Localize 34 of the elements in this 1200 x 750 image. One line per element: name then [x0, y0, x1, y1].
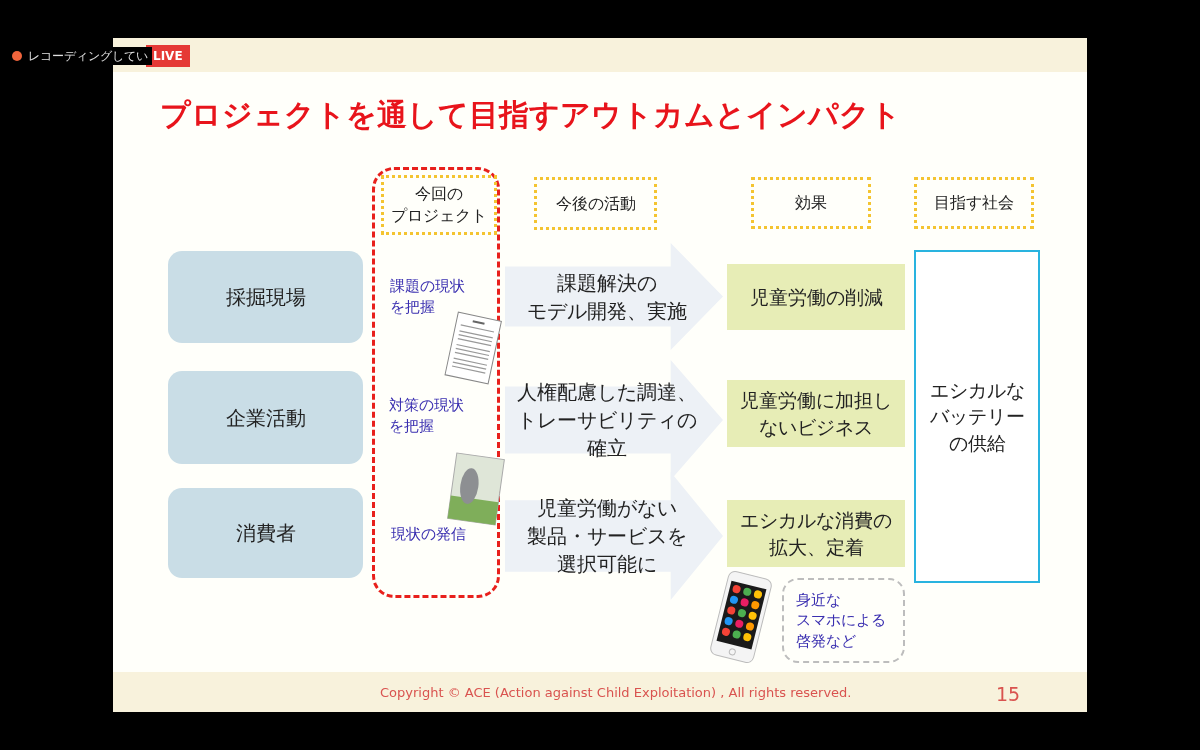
- heading-text: 今回のプロジェクト: [390, 183, 488, 227]
- effect-box: [727, 500, 905, 567]
- heading-box: [914, 177, 1034, 229]
- slide-title: プロジェクトを通して目指すアウトカムとインパクト: [160, 96, 901, 134]
- note-text: 身近なスマホによる啓発など: [796, 590, 887, 651]
- activity-text: 児童労働がない製品・サービスを選択可能に: [526, 495, 688, 578]
- page-number: 15: [996, 682, 1021, 707]
- heading-box: [751, 177, 871, 229]
- heading-text: 今後の活動: [555, 192, 636, 215]
- note-box: [782, 578, 905, 663]
- project-item: 課題の現状を把握: [390, 276, 466, 318]
- effect-text: 児童労働に加担しないビジネス: [739, 387, 893, 440]
- category-box: [168, 371, 363, 464]
- copyright-text: Copyright © ACE (Action against Child Exploitation) , All rights reserved.: [380, 684, 852, 702]
- project-item: 対策の現状を把握: [389, 395, 465, 437]
- category-box: [168, 251, 363, 343]
- effect-box: [727, 264, 905, 330]
- heading-box: [381, 175, 497, 235]
- project-item: 現状の発信: [391, 524, 466, 545]
- category-text: 消費者: [235, 520, 296, 547]
- effect-box: [727, 380, 905, 447]
- effect-text: エシカルな消費の拡大、定着: [739, 507, 893, 560]
- goal-box: [914, 250, 1040, 583]
- recording-status: レコーディングしてい: [28, 47, 152, 65]
- heading-box: [534, 177, 657, 230]
- heading-text: 目指す社会: [934, 192, 1014, 214]
- heading-text: 効果: [795, 192, 827, 214]
- category-box: [168, 488, 363, 578]
- category-text: 採掘現場: [225, 284, 306, 311]
- category-text: 企業活動: [225, 404, 306, 432]
- activity-text: 課題解決のモデル開発、実施: [526, 269, 688, 325]
- activity-text: 人権配慮した調達、トレーサビリティの確立: [516, 379, 698, 462]
- goal-text: エシカルなバッテリーの供給: [928, 377, 1026, 456]
- effect-text: 児童労働の削減: [749, 284, 883, 310]
